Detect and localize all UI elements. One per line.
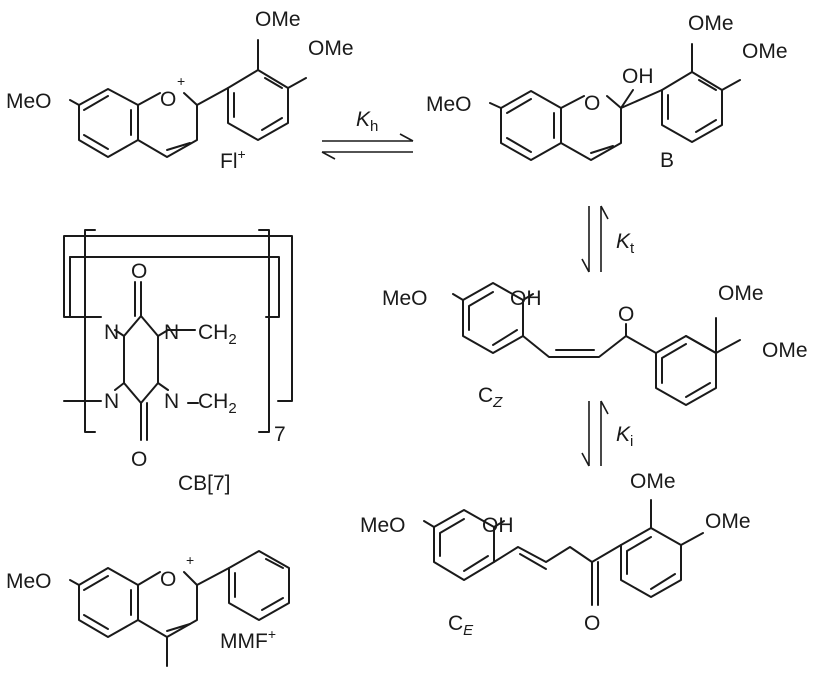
o-atom-cz: O bbox=[618, 303, 634, 326]
cis-chalcone-structure: MeO OH O OMe OMe CZ bbox=[382, 282, 808, 411]
meo-b: MeO bbox=[426, 93, 472, 116]
label-ce: CE bbox=[448, 612, 474, 639]
meo-cz: MeO bbox=[382, 287, 428, 310]
label-cb7: CB[7] bbox=[178, 472, 231, 495]
hemiketal-structure: O OH MeO OMe OMe B bbox=[426, 12, 788, 172]
kt-equilibrium-arrows: Kt bbox=[581, 205, 635, 273]
oh-cz: OH bbox=[510, 287, 542, 310]
o-atom-cb-top: O bbox=[131, 260, 147, 283]
n-atom-4: N bbox=[164, 390, 179, 413]
o-atom-fl: O bbox=[160, 88, 176, 111]
ome-fl-2: OMe bbox=[308, 37, 354, 60]
ome-fl-1: OMe bbox=[255, 8, 301, 31]
mmf-structure: O + MeO MMF+ bbox=[6, 550, 290, 667]
kh-equilibrium-arrows: Kh bbox=[321, 108, 414, 160]
ch2-lower: CH2 bbox=[198, 390, 237, 417]
meo-mmf: MeO bbox=[6, 570, 52, 593]
ome-cz-1: OMe bbox=[718, 282, 764, 305]
n-atom-3: N bbox=[104, 390, 119, 413]
charge-fl-o: + bbox=[177, 73, 185, 89]
meo-ce: MeO bbox=[360, 514, 406, 537]
ki-label: Ki bbox=[616, 423, 633, 450]
cucurbituril-structure: N N N N O O CH2 CH2 7 CB[7] bbox=[63, 229, 293, 495]
charge-mmf-o: + bbox=[186, 552, 194, 568]
flavylium-structure: O + MeO OMe OMe Fl+ bbox=[6, 8, 354, 173]
ch2-upper: CH2 bbox=[198, 321, 237, 348]
ome-ce-2: OMe bbox=[705, 510, 751, 533]
trans-chalcone-structure: MeO OH O OMe OMe CE bbox=[360, 470, 751, 639]
o-atom-b: O bbox=[584, 92, 600, 115]
n-atom-2: N bbox=[164, 321, 179, 344]
ome-cz-2: OMe bbox=[762, 339, 808, 362]
ome-b-2: OMe bbox=[742, 40, 788, 63]
cb-repeat-count: 7 bbox=[274, 423, 286, 446]
kh-label: Kh bbox=[356, 108, 378, 135]
ome-b-1: OMe bbox=[688, 12, 734, 35]
label-fl: Fl+ bbox=[220, 146, 246, 173]
label-b: B bbox=[660, 149, 674, 172]
ome-ce-1: OMe bbox=[630, 470, 676, 493]
n-atom-1: N bbox=[104, 321, 119, 344]
oh-ce: OH bbox=[482, 514, 514, 537]
o-atom-cb-bottom: O bbox=[131, 448, 147, 471]
ki-equilibrium-arrows: Ki bbox=[581, 400, 633, 467]
meo-fl: MeO bbox=[6, 90, 52, 113]
kt-label: Kt bbox=[616, 230, 635, 257]
label-mmf: MMF+ bbox=[220, 626, 276, 653]
label-cz: CZ bbox=[478, 384, 503, 411]
o-atom-mmf: O bbox=[160, 568, 176, 591]
oh-b: OH bbox=[622, 65, 654, 88]
o-atom-ce: O bbox=[584, 612, 600, 635]
